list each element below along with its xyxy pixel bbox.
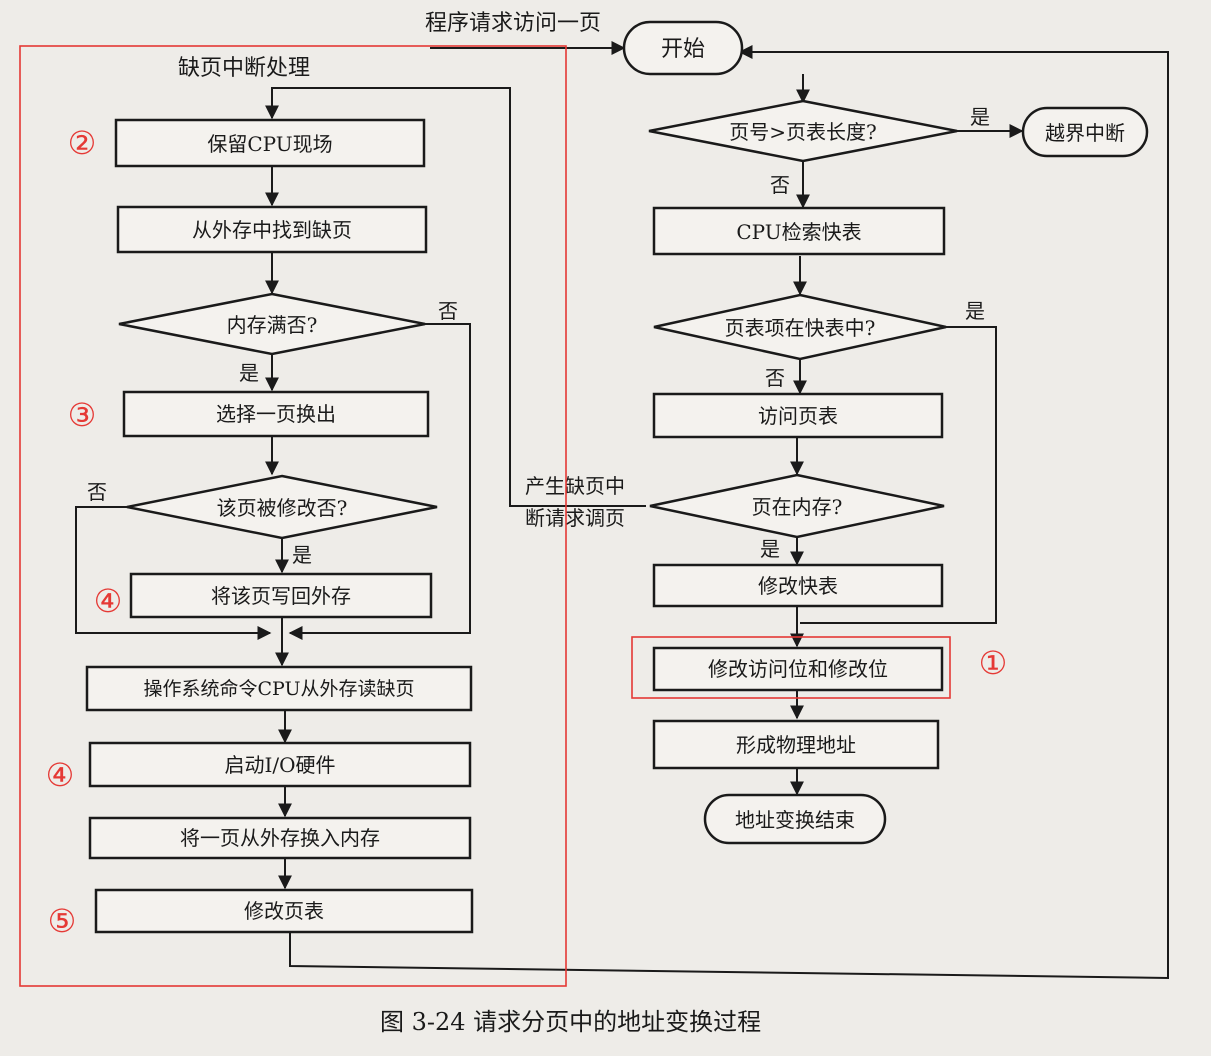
save-cpu-box [114,118,426,168]
check-modified-decision [126,474,438,540]
start-label: 开始 [661,37,705,62]
left-flow: 保留CPU现场 从外存中找到缺页 内存满否? 否 是 选择一页换出 该页被修改否… [85,118,474,934]
no-modified-label: 否 [87,480,107,504]
annotation-2: ② [68,124,97,162]
end-label: 地址变换结束 [735,808,855,832]
annotation-1: ① [979,644,1008,682]
cpu-search-box [652,206,946,256]
no-full-label: 否 [438,299,458,323]
page-fault-label-line1: 产生缺页中 [525,474,625,498]
no-tlb-label: 否 [765,366,785,390]
start-io-box [88,741,472,788]
yes-length-label: 是 [970,105,990,129]
right-flow: 开始 页号>页表长度? 是 否 越界中断 CPU检索快表 页表项在快表中? 是 … [622,20,1149,845]
swap-in-label: 将一页从外存换入内存 [180,826,380,850]
update-tlb-label: 修改快表 [758,574,838,598]
annotation-4a: ④ [94,582,123,620]
yes-full-label: 是 [239,361,259,385]
update-table-box [94,888,474,934]
update-bits-label: 修改访问位和修改位 [708,657,888,681]
connectors [75,41,1169,980]
check-modified-label: 该页被修改否? [217,496,348,520]
form-address-box [652,719,940,770]
yes-modified-label: 是 [292,543,312,567]
overflow-terminal [1021,106,1149,158]
connector-page-fault [265,87,646,507]
update-bits-box [652,646,944,692]
page-fault-region-highlight [19,45,567,987]
no-length-label: 否 [770,173,790,197]
annotations: ① ② ③ ④ ④ ⑤ [19,45,1008,987]
write-back-box [129,572,433,619]
update-bits-highlight [631,636,951,699]
connector-memory-not-full [288,323,471,640]
swap-in-box [88,816,472,860]
connector-not-modified [75,506,272,640]
update-tlb-box [652,563,944,608]
select-page-box [122,390,430,438]
select-page-label: 选择一页换出 [216,402,336,426]
update-table-label: 修改页表 [244,899,324,923]
os-read-label: 操作系统命令CPU从外存读缺页 [143,678,414,700]
start-terminal [622,20,744,76]
top-request-label: 程序请求访问一页 [425,11,601,36]
annotation-4b: ④ [46,756,75,794]
access-table-box [652,392,944,439]
annotation-5: ⑤ [48,902,77,940]
check-length-label: 页号>页表长度? [729,120,876,144]
check-memory-label: 页在内存? [752,495,843,519]
os-read-box [85,665,473,712]
check-full-label: 内存满否? [227,313,318,337]
check-tlb-decision [653,293,947,361]
check-memory-decision [649,473,945,539]
save-cpu-label: 保留CPU现场 [207,132,332,156]
overflow-label: 越界中断 [1045,121,1125,145]
yes-tlb-label: 是 [965,299,985,323]
left-section-title: 缺页中断处理 [178,56,310,81]
find-page-box [116,205,428,254]
check-tlb-label: 页表项在快表中? [725,316,876,340]
write-back-label: 将该页写回外存 [211,584,351,608]
annotation-3: ③ [68,396,97,434]
cpu-search-label: CPU检索快表 [736,220,861,244]
connector-return-to-start [289,45,1169,980]
page-fault-label-line2: 断请求调页 [525,506,625,530]
form-address-label: 形成物理地址 [736,733,856,757]
yes-memory-label: 是 [760,537,780,561]
end-terminal [703,793,887,845]
check-full-decision [118,292,426,356]
connector-tlb-hit [800,326,997,624]
figure-caption: 图 3-24 请求分页中的地址变换过程 [380,1008,761,1036]
access-table-label: 访问页表 [758,404,838,428]
check-length-decision [648,99,958,163]
start-io-label: 启动I/O硬件 [224,753,335,777]
find-page-label: 从外存中找到缺页 [192,218,352,242]
